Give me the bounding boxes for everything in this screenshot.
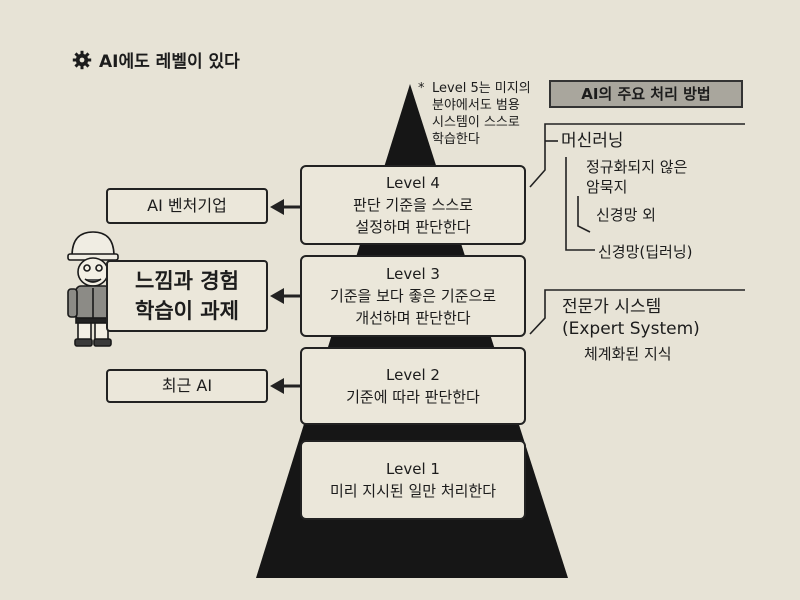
level-name: Level 2 (386, 366, 440, 384)
task-label-line: 느낌과 경험 (135, 269, 239, 293)
note-line: Level 5는 미지의 (432, 81, 531, 96)
level-name: Level 4 (386, 174, 440, 192)
machine-learning-bracket (529, 123, 745, 251)
ml-item-neural-other: 신경망 외 (596, 206, 656, 224)
note-line: 분야에서도 범용 (432, 98, 520, 113)
level-desc: 기준을 보다 좋은 기준으로 (329, 287, 497, 305)
expert-system-title-en: (Expert System) (562, 319, 700, 339)
machine-learning-title: 머신러닝 (561, 131, 624, 151)
level-1-box: Level 1 미리 지시된 일만 처리한다 (300, 440, 526, 520)
recent-ai-label-box: 최근 AI (106, 369, 268, 403)
arrow-left-icon (270, 199, 300, 215)
level-name: Level 3 (386, 265, 440, 283)
arrow-left-icon (270, 378, 300, 394)
methods-header: AI의 주요 처리 방법 (549, 80, 743, 108)
expert-system-desc: 체계화된 지식 (584, 345, 672, 363)
recent-ai-label: 최근 AI (161, 376, 213, 395)
task-label-box: 느낌과 경험 학습이 과제 (106, 260, 268, 332)
note-line: 학습한다 (432, 132, 480, 147)
level-3-box: Level 3 기준을 보다 좋은 기준으로 개선하며 판단한다 (300, 255, 526, 337)
ml-sub-line: 정규화되지 않은 (586, 158, 688, 176)
level-desc: 미리 지시된 일만 처리한다 (329, 482, 497, 500)
diagram-title: AI에도 레벨이 있다 (99, 52, 240, 72)
ml-sub-line: 암묵지 (586, 178, 628, 196)
worker-figure-icon (67, 231, 119, 347)
venture-label-box: AI 벤처기업 (106, 188, 268, 224)
task-label-line: 학습이 과제 (135, 299, 239, 323)
note-line: 시스템이 스스로 (432, 115, 520, 130)
gear-icon (72, 50, 92, 69)
expert-system-title: 전문가 시스템 (562, 297, 662, 317)
arrow-left-icon (270, 288, 300, 304)
level-desc: 개선하며 판단한다 (355, 309, 471, 327)
level-desc: 판단 기준을 스스로 (353, 196, 473, 214)
level-desc: 기준에 따라 판단한다 (346, 388, 480, 406)
note-marker: * (418, 81, 425, 96)
title-row: AI에도 레벨이 있다 (72, 47, 240, 72)
ml-item-deep-learning: 신경망(딥러닝) (598, 243, 693, 261)
level-2-box: Level 2 기준에 따라 판단한다 (300, 347, 526, 425)
level-name: Level 1 (386, 460, 440, 478)
level-desc: 설정하며 판단한다 (355, 218, 471, 236)
level-4-box: Level 4 판단 기준을 스스로 설정하며 판단한다 (300, 165, 526, 245)
venture-label: AI 벤처기업 (147, 196, 227, 215)
expert-system-bracket (529, 289, 745, 335)
level5-note: * Level 5는 미지의 분야에서도 범용 시스템이 스스로 학습한다 (418, 80, 531, 148)
